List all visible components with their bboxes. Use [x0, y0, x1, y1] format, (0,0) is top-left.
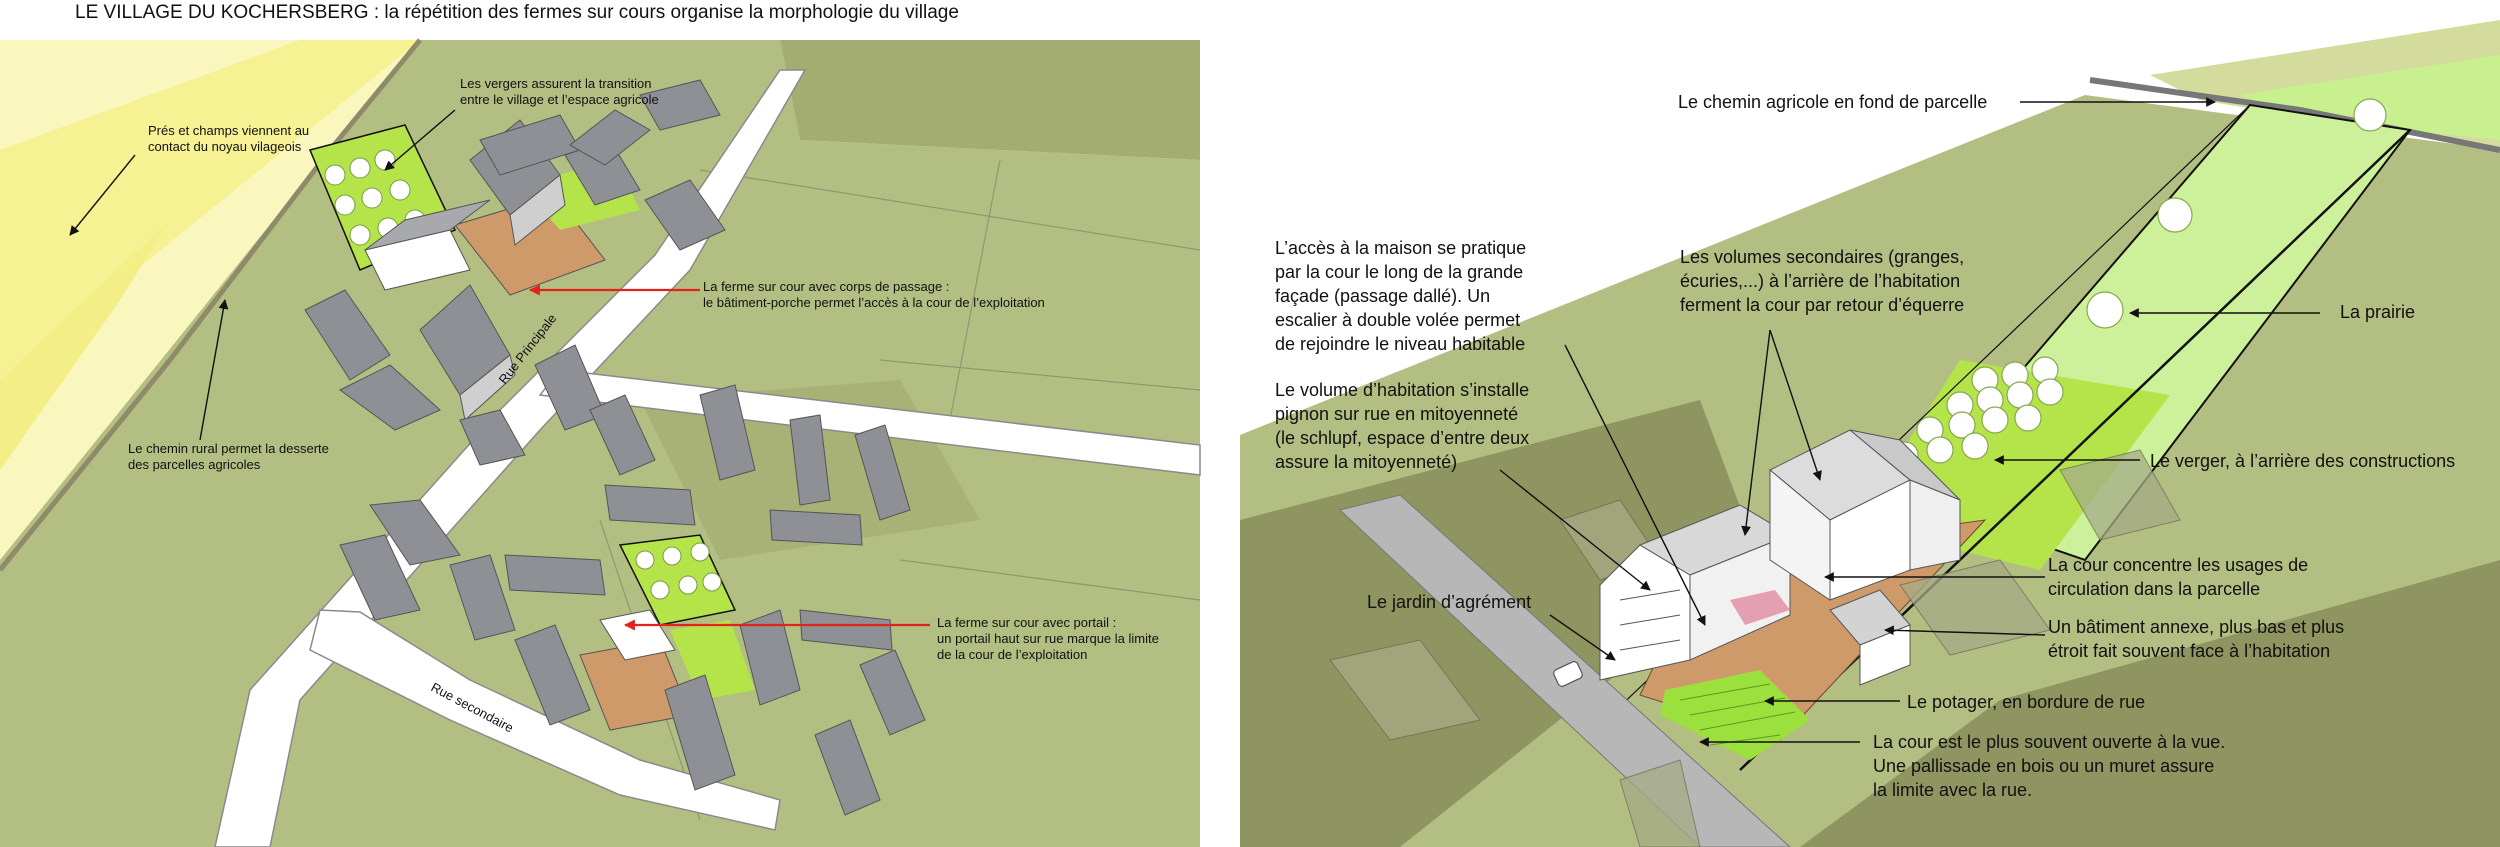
house	[364, 199, 491, 291]
house	[589, 394, 656, 476]
annotation-chemin-agricole: Le chemin agricole en fond de parcelle	[1678, 92, 1988, 112]
leader-vergers	[384, 109, 456, 171]
leader-jardin	[1549, 614, 1616, 661]
house	[639, 79, 721, 131]
house	[699, 384, 756, 481]
house	[514, 624, 591, 726]
annotation-cour-usages: La cour concentre les usages de circulat…	[2048, 555, 2309, 599]
paved-passage	[1730, 590, 1790, 625]
barn-wall	[1909, 479, 1961, 571]
leader-volumes-b	[1769, 329, 1822, 481]
house	[304, 289, 391, 381]
leader-chemin-rural	[199, 299, 229, 441]
neighbour-house	[1329, 639, 1481, 741]
house	[569, 109, 651, 166]
annotation-jardin: Le jardin d’agrément	[1367, 592, 1532, 612]
village-aerial-view: Rue Principale Rue secondaire	[0, 38, 1201, 847]
house	[419, 284, 516, 421]
leader-acces	[1564, 344, 1706, 626]
annotation-prairie: La prairie	[2340, 302, 2416, 322]
car	[1553, 661, 1583, 687]
rural-path	[0, 38, 422, 572]
road-secondary	[309, 609, 781, 831]
house	[769, 509, 863, 546]
dwelling-wall	[1689, 534, 1791, 661]
annotation-habitation: Le volume d’habitation s’installe pignon…	[1275, 380, 1530, 472]
annotation-vergers: Les vergers assurent la transition entre…	[460, 76, 659, 107]
annotation-portail: La ferme sur cour avec portail : un port…	[937, 615, 1159, 662]
barn-front	[1769, 468, 1831, 601]
house	[739, 609, 801, 706]
house	[664, 674, 736, 791]
house	[459, 409, 526, 466]
annotation-volumes-secondaires: Les volumes secondaires (granges, écurie…	[1680, 247, 1965, 315]
house	[369, 499, 461, 566]
neighbour-house	[1619, 759, 1701, 847]
house	[789, 414, 831, 506]
agricultural-path	[2089, 77, 2500, 153]
house	[799, 609, 893, 651]
field-far-strip	[2240, 55, 2500, 140]
leader-pres	[69, 154, 136, 236]
field-darker	[1800, 560, 2500, 847]
annotation-pres: Prés et champs viennent au contact du no…	[148, 123, 310, 154]
leader-volumes-a	[1741, 329, 1771, 536]
house	[339, 534, 421, 621]
annotation-corps-passage: La ferme sur cour avec corps de passage …	[703, 279, 1045, 310]
house	[449, 554, 516, 641]
neighbour-house	[2059, 449, 2181, 541]
house	[859, 649, 926, 736]
meadow-dark	[780, 40, 1200, 160]
house	[814, 719, 881, 816]
leader-annexe	[1884, 625, 2046, 636]
annotation-annexe: Un bâtiment annexe, plus bas et plus étr…	[2048, 617, 2345, 661]
house	[504, 554, 606, 596]
annotation-acces-maison: L’accès à la maison se pratique par la c…	[1275, 238, 1527, 354]
farm-plot-view	[1240, 20, 2500, 847]
house	[604, 484, 696, 526]
field-yellow	[0, 220, 170, 470]
house	[339, 364, 441, 431]
annotation-chemin-rural: Le chemin rural permet la desserte des p…	[128, 441, 329, 472]
annotation-verger: Le verger, à l’arrière des constructions	[2150, 451, 2456, 471]
annotation-potager: Le potager, en bordure de rue	[1907, 692, 2146, 712]
house	[644, 179, 726, 251]
vegetable-garden	[1660, 670, 1810, 760]
annotation-cour-ouverte: La cour est le plus souvent ouverte à la…	[1873, 732, 2226, 800]
page-title: LE VILLAGE DU KOCHERSBERG : la répétitio…	[75, 2, 959, 23]
house	[599, 609, 676, 661]
house	[854, 424, 911, 521]
leader-habitation	[1499, 469, 1651, 591]
garden-south	[670, 620, 755, 700]
